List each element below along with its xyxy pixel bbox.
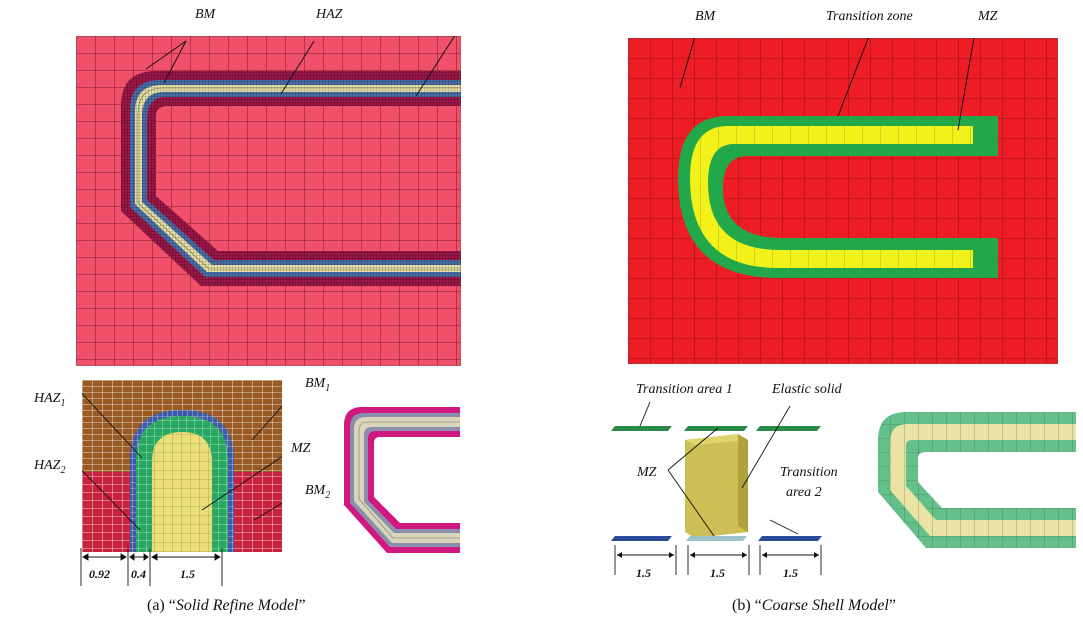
dimension-lines-left — [78, 548, 228, 588]
solid-refine-mesh-panel — [75, 25, 462, 367]
bm1-label: BM1 — [305, 376, 331, 394]
caption-solid-refine-model: (a) “Solid Refine Model” — [147, 597, 306, 614]
shell-dim-2: 1.5 — [710, 566, 725, 580]
haz1-label: HAZ1 — [34, 391, 66, 409]
dim-15: 1.5 — [180, 567, 195, 581]
elastic-solid-label: Elastic solid — [772, 382, 842, 397]
mz-region — [152, 432, 212, 552]
haz2-label: HAZ2 — [34, 458, 66, 476]
elastic-solid-box — [685, 434, 748, 538]
transition-zone-band — [678, 116, 998, 278]
mz-bottom-plate — [686, 536, 747, 541]
solid-cross-section-detail — [61, 371, 308, 552]
transition-area-1-plate-right — [756, 426, 821, 431]
haz-label: HAZ — [316, 7, 343, 22]
transition-area-2-plate-right — [758, 536, 822, 541]
caption-coarse-shell-model: (b) “Coarse Shell Model” — [732, 597, 896, 614]
shell-dim-1: 1.5 — [636, 566, 651, 580]
bm2-label: BM2 — [305, 483, 331, 501]
transition-zone-label: Transition zone — [826, 9, 913, 24]
shell-mz-label: MZ — [637, 465, 657, 480]
transition-area-2-label-line1: Transition — [780, 465, 838, 480]
coarse-bm-label: BM — [695, 9, 716, 24]
mz-top-plate — [684, 426, 748, 431]
dim-092: 0.92 — [89, 567, 110, 581]
coarse-shell-mesh-panel — [627, 25, 1059, 365]
shell-overview-thumbnail — [876, 410, 1076, 550]
transition-area-2-plate-left — [611, 536, 672, 541]
mz-detail-label: MZ — [291, 441, 311, 456]
shell-detail-diagram — [610, 400, 845, 585]
solid-overview-thumbnail — [342, 405, 460, 555]
coarse-mz-label: MZ — [978, 9, 998, 24]
bm-label: BM — [195, 7, 216, 22]
transition-area-2-label-line2: area 2 — [786, 485, 822, 500]
dim-04: 0.4 — [131, 567, 146, 581]
coarse-mz-band — [690, 126, 973, 268]
transition-area-1-plate-left — [611, 426, 672, 431]
transition-area-1-label: Transition area 1 — [636, 382, 733, 397]
shell-dim-3: 1.5 — [783, 566, 798, 580]
